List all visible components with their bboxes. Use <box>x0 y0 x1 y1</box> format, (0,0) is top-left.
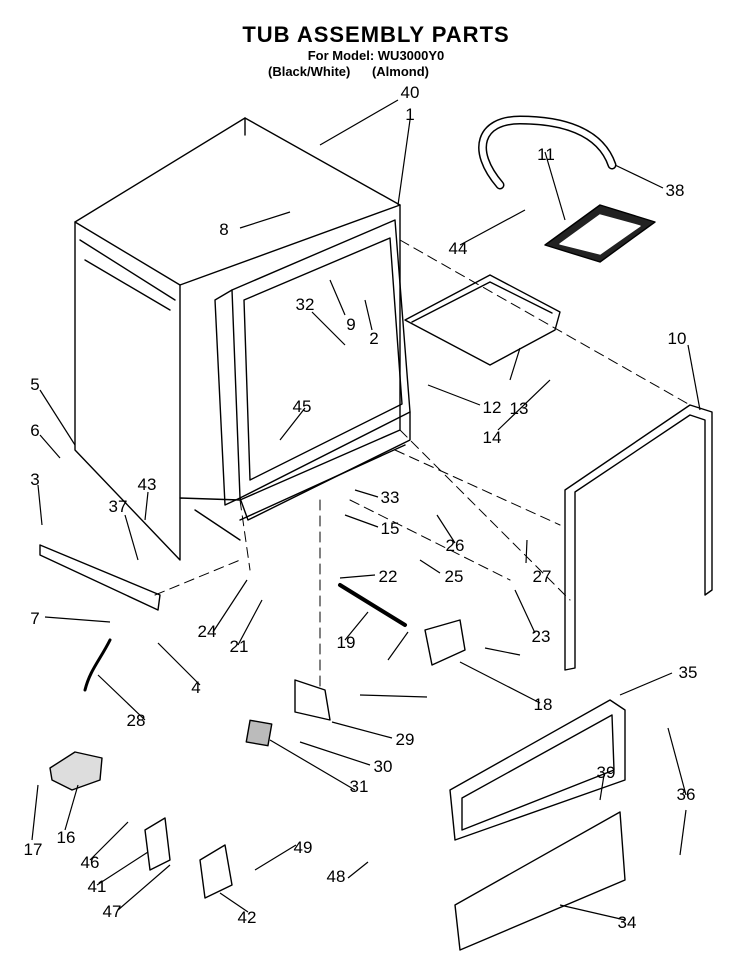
part-label: 48 <box>327 867 346 886</box>
part-label: 36 <box>677 785 696 804</box>
part-label: 23 <box>532 627 551 646</box>
part-label: 35 <box>679 663 698 682</box>
part-label: 19 <box>337 633 356 652</box>
part-label: 16 <box>57 828 76 847</box>
part-label: 47 <box>103 902 122 921</box>
part-label: 11 <box>537 145 555 164</box>
part-label: 26 <box>446 536 465 555</box>
part-label: 2 <box>369 329 378 348</box>
part-label: 10 <box>668 329 687 348</box>
rack-loop <box>404 274 561 366</box>
part-label: 25 <box>445 567 464 586</box>
part-labels: 40 1 8 9 2 32 11 38 44 10 13 12 14 45 5 … <box>24 83 698 932</box>
part-label: 5 <box>30 375 39 394</box>
toe-panel-frame <box>449 699 626 841</box>
part-label: 1 <box>405 105 414 124</box>
switch-assembly <box>294 679 331 721</box>
part-label: 45 <box>293 397 312 416</box>
part-label: 42 <box>238 908 257 927</box>
part-label: 39 <box>597 763 616 782</box>
bracket-42 <box>199 844 233 899</box>
variant-black-white: (Black/White) <box>268 64 351 79</box>
tub-front-frame <box>231 219 411 499</box>
model-variants: (Black/White) (Almond) <box>268 64 447 79</box>
part-label: 44 <box>449 239 468 258</box>
part-label: 31 <box>350 777 369 796</box>
page-title: TUB ASSEMBLY PARTS <box>242 22 510 47</box>
door-spring <box>83 638 112 692</box>
part-label: 27 <box>533 567 552 586</box>
part-label: 30 <box>374 757 393 776</box>
part-label: 8 <box>219 220 228 239</box>
variant-almond: (Almond) <box>371 64 430 79</box>
part-label: 13 <box>510 399 529 418</box>
part-label: 40 <box>401 83 420 102</box>
mounting-bracket <box>39 544 161 611</box>
tub-outer-shell <box>74 117 401 561</box>
part-label: 9 <box>346 315 355 334</box>
water-valve <box>49 751 103 791</box>
part-label: 3 <box>30 470 39 489</box>
part-label: 33 <box>381 488 400 507</box>
part-label: 34 <box>618 913 637 932</box>
part-label: 28 <box>127 711 146 730</box>
part-label: 43 <box>138 475 157 494</box>
access-panel <box>454 811 626 951</box>
part-label: 32 <box>296 295 315 314</box>
part-label: 29 <box>396 730 415 749</box>
part-label: 37 <box>109 497 128 516</box>
part-label: 38 <box>666 181 685 200</box>
drain-pipe <box>338 583 407 627</box>
part-label: 17 <box>24 840 43 859</box>
part-label: 21 <box>230 637 249 656</box>
part-label: 18 <box>534 695 553 714</box>
part-label: 22 <box>379 567 398 586</box>
bracket-41 <box>144 817 171 871</box>
model-line: For Model: WU3000Y0 <box>307 48 445 63</box>
part-label: 12 <box>483 398 502 417</box>
part-label: 24 <box>198 622 217 641</box>
part-label: 4 <box>191 678 200 697</box>
door-gasket <box>564 404 713 671</box>
part-label: 7 <box>30 609 39 628</box>
switch-cover <box>245 719 273 747</box>
part-label: 14 <box>483 428 502 447</box>
part-label: 15 <box>381 519 400 538</box>
part-label: 41 <box>88 877 107 896</box>
part-label: 49 <box>294 838 313 857</box>
part-label: 6 <box>30 421 39 440</box>
part-label: 46 <box>81 853 100 872</box>
